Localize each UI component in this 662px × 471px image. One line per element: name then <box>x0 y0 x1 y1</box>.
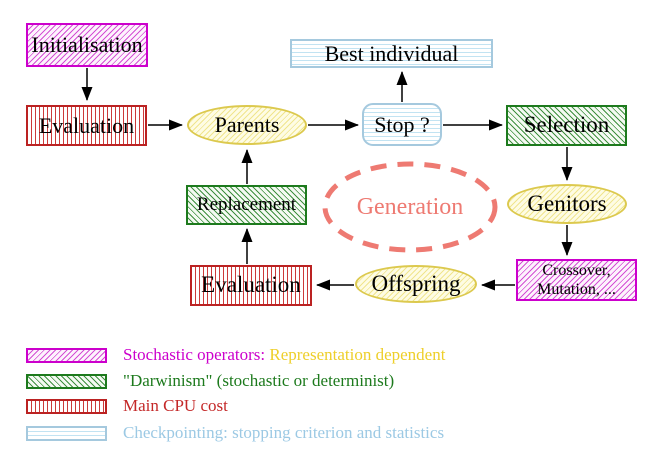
node-mutation-label: Mutation, ... <box>537 281 616 298</box>
node-parents: Parents <box>187 105 307 145</box>
legend-swatch-magenta-hatch <box>26 347 107 363</box>
legend-label-darwinism: "Darwinism" (stochastic or determinist) <box>123 371 395 390</box>
generation-text: Generation <box>356 193 464 220</box>
generation-cycle-label: Generation <box>325 164 495 250</box>
legend-label: Stochastic operators: Representation dep… <box>123 345 445 365</box>
legend-label-stochastic-operators: Stochastic operators: <box>123 345 266 364</box>
legend-row-stochastic: Stochastic operators: Representation dep… <box>26 345 445 365</box>
legend-swatch-green-hatch <box>26 373 107 389</box>
node-selection: Selection <box>506 105 627 146</box>
legend-label-main-cpu-cost: Main CPU cost <box>123 396 228 415</box>
node-evaluation-bottom: Evaluation <box>190 265 312 306</box>
legend-label-representation-dependent: Representation dependent <box>269 345 446 364</box>
legend-row-cpu-cost: Main CPU cost <box>26 396 228 416</box>
node-evaluation-top-label: Evaluation <box>38 112 135 138</box>
node-best-individual: Best individual <box>290 39 493 68</box>
node-replacement: Replacement <box>186 185 307 225</box>
node-replacement-label: Replacement <box>196 194 297 216</box>
node-evaluation-top: Evaluation <box>26 105 147 146</box>
node-initialisation: Initialisation <box>26 23 148 67</box>
legend-swatch-red-stripes <box>26 398 107 414</box>
node-stop-label: Stop ? <box>374 111 430 137</box>
node-parents-label: Parents <box>214 112 280 138</box>
node-stop: Stop ? <box>362 103 442 146</box>
node-initialisation-label: Initialisation <box>31 32 143 58</box>
legend-swatch-cyan-stripes <box>26 425 107 441</box>
legend-row-checkpointing: Checkpointing: stopping criterion and st… <box>26 423 444 443</box>
node-genitors-label: Genitors <box>527 190 607 216</box>
node-evaluation-bottom-label: Evaluation <box>201 272 301 298</box>
node-selection-label: Selection <box>523 112 610 138</box>
node-best-individual-label: Best individual <box>324 40 459 66</box>
node-offspring-label: Offspring <box>371 270 461 296</box>
node-crossover-mutation: Crossover, Mutation, ... <box>516 259 637 301</box>
node-crossover-label: Crossover, <box>542 261 611 279</box>
node-genitors: Genitors <box>507 184 627 224</box>
legend-row-darwinism: "Darwinism" (stochastic or determinist) <box>26 371 394 391</box>
legend-label-checkpointing: Checkpointing: stopping criterion and st… <box>123 423 445 442</box>
node-offspring: Offspring <box>355 265 477 303</box>
